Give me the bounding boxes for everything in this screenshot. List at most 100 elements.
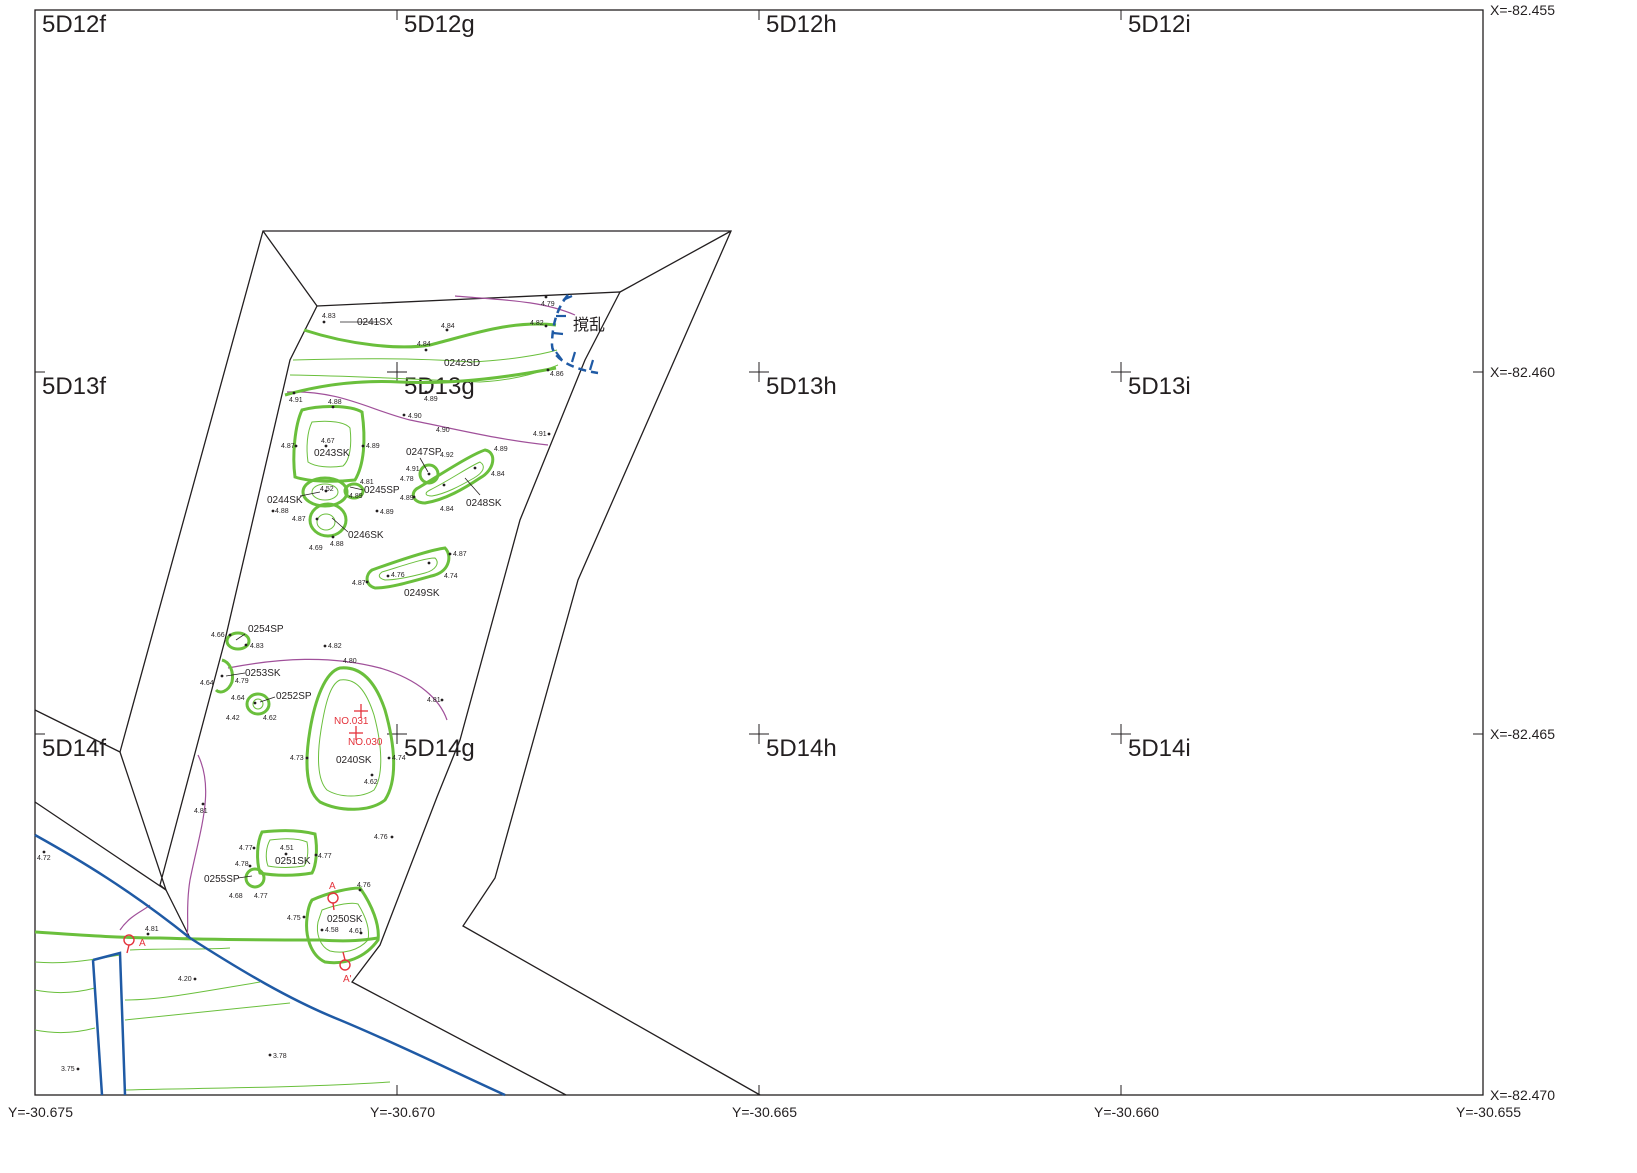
section-point-icon (327, 892, 339, 904)
feature-label-0242sd: 0242SD (444, 358, 480, 369)
feature-label-0254sp: 0254SP (248, 624, 284, 635)
elevation-label: 4.80 (343, 658, 357, 665)
elevation-label: 4.72 (37, 855, 51, 862)
contour-line (286, 391, 549, 446)
feature-label-0252sp: 0252SP (276, 691, 312, 702)
elevation-label: 4.92 (440, 452, 454, 459)
x-coord-label: X=-82.460 (1490, 364, 1555, 380)
feature-0246sk-inner (316, 513, 336, 531)
section-and-survey-points: NO.031 NO.030 A A A' (123, 704, 383, 985)
contour-line (454, 295, 576, 316)
contour-line (185, 754, 207, 939)
elevation-labels: 4.79 4.83 4.84 4.82 4.84 4.86 4.91 4.89 … (37, 301, 564, 1073)
elevation-label: 4.91 (533, 431, 547, 438)
elevation-label: 4.77 (318, 853, 332, 860)
disturbance-label: 撹乱 (573, 315, 605, 334)
elevation-label: 4.79 (235, 678, 249, 685)
disturbance-boundary (34, 833, 506, 1097)
lower-stratum-line (124, 1002, 291, 1021)
lower-stratum-line (124, 981, 261, 1001)
lower-stratum-line (124, 1081, 391, 1091)
lower-stratum-line (34, 987, 96, 994)
survey-point-label: NO.031 (334, 716, 369, 727)
feature-0240sk (305, 666, 396, 811)
elevation-label: 4.62 (263, 715, 277, 722)
y-coord-label: Y=-30.665 (732, 1104, 797, 1120)
section-label: A' (343, 974, 352, 985)
lower-stratum-line (34, 954, 121, 964)
hachure-ticks (552, 294, 595, 371)
elevation-label: 4.82 (328, 643, 342, 650)
feature-label-0249sk: 0249SK (404, 588, 440, 599)
elevation-label: 4.75 (287, 915, 301, 922)
elevation-label: 4.81 (194, 808, 208, 815)
contour-line (227, 658, 448, 721)
elevation-label: 4.77 (254, 893, 268, 900)
grid-label-5d14i: 5D14i (1128, 735, 1191, 762)
grid-label-5d13f: 5D13f (42, 373, 106, 400)
elevation-label: 4.74 (392, 755, 406, 762)
elevation-label: 4.61 (349, 928, 363, 935)
elevation-label: 4.84 (417, 341, 431, 348)
elevation-label: 4.84 (441, 323, 455, 330)
feature-0240sk-inner (318, 679, 382, 797)
feature-label-0251sk: 0251SK (275, 856, 311, 867)
x-coord-label: X=-82.455 (1490, 2, 1555, 18)
elevation-label: 4.81 (145, 926, 159, 933)
elevation-label: 4.89 (349, 493, 363, 500)
elevation-label: 4.87 (352, 580, 366, 587)
feature-label-0246sk: 0246SK (348, 530, 384, 541)
grid-cell-labels: 5D12f 5D12g 5D12h 5D12i 5D13f 5D13g 5D13… (42, 11, 1191, 762)
elevation-label: 4.90 (436, 427, 450, 434)
grid-label-5d12h: 5D12h (766, 11, 837, 38)
y-coord-label: Y=-30.675 (8, 1104, 73, 1120)
elevation-label: 4.79 (541, 301, 555, 308)
grid-label-5d14h: 5D14h (766, 735, 837, 762)
feature-0248sk-inner (425, 461, 484, 497)
elevation-label: 4.66 (211, 632, 225, 639)
elevation-label: 4.76 (374, 834, 388, 841)
elevation-label: 4.62 (364, 779, 378, 786)
elevation-label: 4.76 (357, 882, 371, 889)
elevation-label: 4.89 (380, 509, 394, 516)
feature-0249sk-inner (378, 557, 438, 581)
elevation-label: 4.64 (200, 680, 214, 687)
feature-label-0241sx: 0241SX (357, 317, 393, 328)
elevation-label: 4.82 (530, 320, 544, 327)
contour-lines (119, 295, 576, 939)
grid-crosses (387, 362, 1131, 744)
elevation-label: 4.87 (453, 551, 467, 558)
trench-left-slope (34, 709, 191, 939)
elevation-label: 4.76 (391, 572, 405, 579)
feature-0251sk (256, 829, 318, 877)
grid-label-5d13i: 5D13i (1128, 373, 1191, 400)
elevation-label: 4.74 (444, 573, 458, 580)
elevation-label: 4.88 (328, 399, 342, 406)
x-coord-label: X=-82.470 (1490, 1087, 1555, 1103)
feature-label-0243sk: 0243SK (314, 448, 350, 459)
feature-label-0253sk: 0253SK (245, 668, 281, 679)
disturbance-channel (91, 951, 127, 1096)
elevation-label: 4.81 (427, 697, 441, 704)
x-coordinate-labels: X=-82.455 X=-82.460 X=-82.465 X=-82.470 (1490, 2, 1555, 1103)
elevation-label: 4.84 (491, 471, 505, 478)
y-coord-label: Y=-30.655 (1456, 1104, 1521, 1120)
feature-label-0245sp: 0245SP (364, 485, 400, 496)
feature-0254sp (225, 631, 251, 651)
elevation-label: 4.84 (440, 506, 454, 513)
elevation-label: 4.87 (281, 443, 295, 450)
grid-label-5d12f: 5D12f (42, 11, 106, 38)
trench-inner-left (119, 305, 318, 892)
feature-0248sk (411, 448, 495, 505)
feature-0246sk (308, 502, 348, 538)
feature-label-0250sk: 0250SK (327, 914, 363, 925)
trench-corner-diagonal (262, 230, 732, 307)
elevation-label: 4.51 (280, 845, 294, 852)
grid-label-5d14f: 5D14f (42, 735, 106, 762)
elevation-dots (42, 295, 551, 1071)
elevation-label: 3.78 (273, 1053, 287, 1060)
archaeological-features (34, 322, 559, 1091)
feature-0242sd-edge (284, 366, 557, 397)
feature-label-0247sp: 0247SP (406, 447, 442, 458)
